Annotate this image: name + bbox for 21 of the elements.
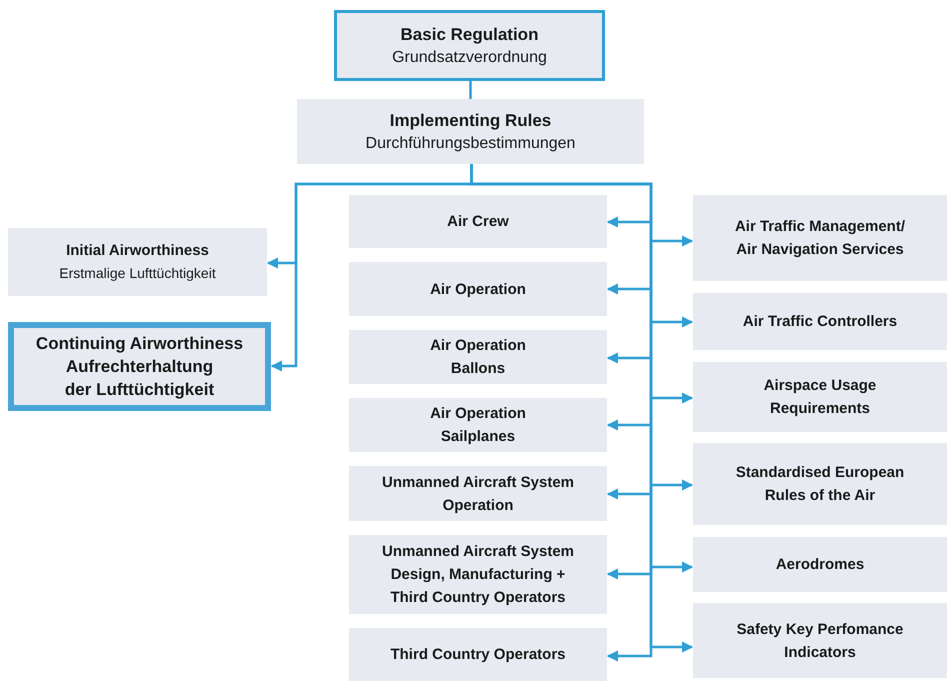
box-subtitle: Durchführungsbestimmungen xyxy=(366,134,576,154)
box-title: Air Operation xyxy=(430,280,526,300)
box-title: Airspace Usage Requirements xyxy=(762,376,878,419)
box-title: Initial Airworthiness xyxy=(66,241,209,261)
box-title: Aerodromes xyxy=(776,555,864,575)
box-title: Air Operation Sailplanes xyxy=(429,404,527,447)
box-subtitle: Erstmalige Lufttüchtigkeit xyxy=(59,264,216,283)
box-title: Air Traffic Controllers xyxy=(742,312,898,332)
box-title: Third Country Operators xyxy=(390,645,566,665)
box-title: Basic Regulation xyxy=(400,24,538,46)
box-title: Unmanned Aircraft System Operation xyxy=(381,472,575,516)
box-title: Standardised European Rules of the Air xyxy=(734,463,906,506)
box-subtitle: Grundsatzverordnung xyxy=(392,48,547,68)
box-title: Implementing Rules xyxy=(390,110,552,132)
box-title: Safety Key Perfomance Indicators xyxy=(736,620,904,662)
box-title: Air Traffic Management/ Air Navigation Services xyxy=(734,217,906,260)
box-title: Continuing Airworthiness xyxy=(36,333,244,355)
box-title: Air Crew xyxy=(447,212,509,232)
box-title: Air Operation Ballons xyxy=(429,336,527,379)
box-title: Unmanned Aircraft System Design, Manufacturing + Third Country Operators xyxy=(381,542,575,608)
box-subtitle: Aufrechterhaltung der Lufttüchtigkeit xyxy=(64,356,216,401)
